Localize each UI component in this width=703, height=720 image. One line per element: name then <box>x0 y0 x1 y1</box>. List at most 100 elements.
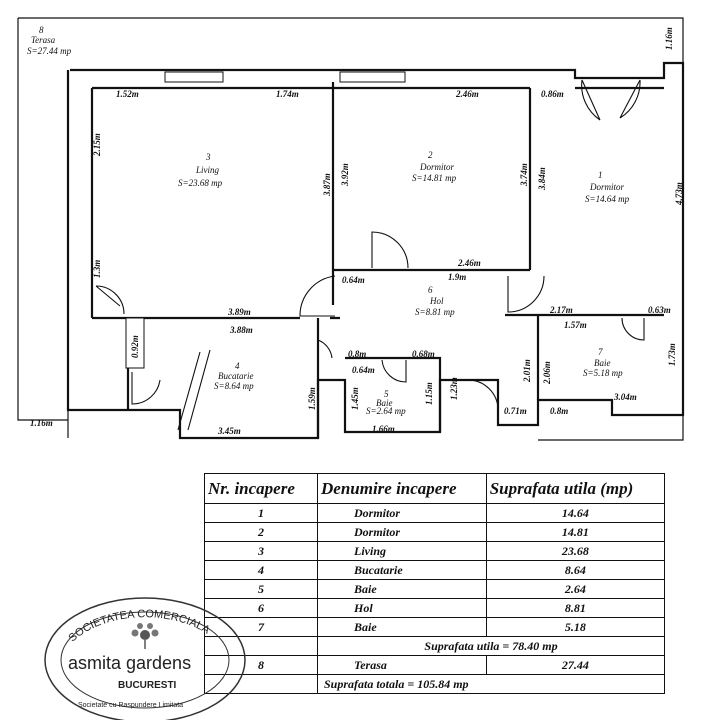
cell-area: 27.44 <box>485 655 666 675</box>
dim-label: 2.17m <box>549 305 573 315</box>
dim-label: 3.04m <box>613 392 637 402</box>
room-label-terasa: 8 Terasa S=27.44 mp <box>27 25 72 56</box>
dim-label: 3.87m <box>322 173 332 197</box>
door-living <box>95 285 125 315</box>
room-label-baie5: 5 Baie S=2.64 mp <box>366 389 406 416</box>
inner-wall-baie5 <box>345 356 442 432</box>
apartment-outer-wall <box>66 61 685 440</box>
cell-nr: 1 <box>204 503 318 523</box>
dim-label: 1.52m <box>116 89 139 99</box>
room-label-living: 3 Living S=23.68 mp <box>178 152 223 188</box>
window-living <box>164 71 224 83</box>
table-row: 2 Dormitor 14.81 <box>204 522 666 542</box>
subtotal-row: Suprafata utila = 78.40 mp <box>204 636 665 656</box>
svg-text:S=27.44 mp: S=27.44 mp <box>27 46 72 56</box>
svg-text:S=23.68 mp: S=23.68 mp <box>178 178 223 188</box>
dim-label: 2.15m <box>92 133 102 157</box>
svg-text:Baie: Baie <box>376 398 393 408</box>
table-row: 3 Living 23.68 <box>204 541 666 561</box>
dim-label: 2.46m <box>457 258 481 268</box>
dim-label: 0.63m <box>648 305 671 315</box>
dim-label: 2.01m <box>522 359 532 383</box>
svg-text:Dormitor: Dormitor <box>419 162 455 172</box>
cell-area: 8.64 <box>485 560 666 580</box>
cell-nr: 2 <box>204 522 318 542</box>
dim-label: 3.74m <box>519 163 529 187</box>
svg-text:S=14.64 mp: S=14.64 mp <box>585 194 630 204</box>
dim-label: 1.74m <box>276 89 299 99</box>
svg-text:S=8.64 mp: S=8.64 mp <box>214 381 254 391</box>
room-label-dormitor1: 1 Dormitor S=14.64 mp <box>585 170 630 204</box>
door-dormitor2 <box>371 231 409 269</box>
dim-label: 0.68m <box>412 349 435 359</box>
company-stamp: SOCIETATEA COMERCIALA asmita gardens BUC… <box>44 597 246 720</box>
cell-area: 8.81 <box>485 598 666 618</box>
table-row: 7 Baie 5.18 <box>204 617 666 637</box>
stamp-city: BUCURESTI <box>118 680 177 691</box>
cell-name: Dormitor <box>317 503 487 523</box>
dim-label: 3.88m <box>229 325 253 335</box>
room-label-dormitor2: 2 Dormitor S=14.81 mp <box>412 150 457 183</box>
table-row: 1 Dormitor 14.64 <box>204 503 666 523</box>
table-row: 8 Terasa 27.44 <box>204 655 666 675</box>
cell-name: Hol <box>317 598 487 618</box>
door-hol-right <box>507 275 545 313</box>
cell-area: 14.81 <box>485 522 666 542</box>
table-row: 4 Bucatarie 8.64 <box>204 560 666 580</box>
room-label-baie7: 7 Baie S=5.18 mp <box>583 347 623 378</box>
cell-area: 23.68 <box>485 541 666 561</box>
svg-text:8: 8 <box>39 25 44 35</box>
dim-label: 3.92m <box>340 163 350 187</box>
dim-label: 0.92m <box>130 335 140 358</box>
kitchen-appliance <box>177 349 211 431</box>
total-row: Suprafata totala = 105.84 mp <box>204 674 665 694</box>
dim-label: 1.45m <box>350 387 360 410</box>
svg-text:4: 4 <box>235 361 240 371</box>
svg-text:Living: Living <box>195 165 220 175</box>
dim-label: 1.16m <box>664 27 674 50</box>
svg-text:5: 5 <box>384 389 389 399</box>
table-header-row: Nr. incapere Denumire incapere Suprafata… <box>204 473 666 504</box>
svg-text:S=14.81 mp: S=14.81 mp <box>412 173 457 183</box>
svg-text:S=5.18 mp: S=5.18 mp <box>583 368 623 378</box>
dim-label: 1.59m <box>307 387 317 410</box>
svg-text:6: 6 <box>428 285 433 295</box>
cell-area: 14.64 <box>485 503 666 523</box>
dim-label: 3.84m <box>537 167 547 191</box>
total-text: Suprafata totala = 105.84 mp <box>317 674 665 694</box>
header-name: Denumire incapere <box>317 473 487 504</box>
cell-name: Baie <box>317 617 487 637</box>
cell-name: Dormitor <box>317 522 487 542</box>
svg-text:S=2.64 mp: S=2.64 mp <box>366 406 406 416</box>
window-dormitor2 <box>339 71 406 83</box>
stamp-brand: asmita gardens <box>68 653 191 673</box>
dim-label: 0.86m <box>541 89 564 99</box>
door-entrance <box>467 379 499 411</box>
svg-text:3: 3 <box>205 152 211 162</box>
svg-text:S=8.81 mp: S=8.81 mp <box>415 307 455 317</box>
dim-label: 0.64m <box>342 275 365 285</box>
door-dormitor1 <box>581 79 641 121</box>
dim-label: 1.16m <box>30 418 53 428</box>
kitchen-counter <box>125 317 145 369</box>
svg-text:1: 1 <box>598 170 603 180</box>
dim-label: 0.8m <box>550 406 568 416</box>
dim-label: 0.71m <box>504 406 527 416</box>
cell-name: Bucatarie <box>317 560 487 580</box>
table-row: 5 Baie 2.64 <box>204 579 666 599</box>
area-table: Nr. incapere Denumire incapere Suprafata… <box>204 473 666 694</box>
door-living-hol <box>299 275 336 317</box>
dim-label: 1.57m <box>564 320 587 330</box>
svg-text:7: 7 <box>598 347 603 357</box>
table-row: 6 Hol 8.81 <box>204 598 666 618</box>
svg-text:2: 2 <box>428 150 433 160</box>
cell-area: 2.64 <box>485 579 666 599</box>
dim-label: 1.3m <box>92 260 102 278</box>
header-nr: Nr. incapere <box>204 473 318 504</box>
cell-name: Living <box>317 541 487 561</box>
svg-text:Baie: Baie <box>594 358 611 368</box>
dim-label: 3.45m <box>217 426 241 436</box>
dim-label: 2.06m <box>542 361 552 385</box>
svg-text:Dormitor: Dormitor <box>589 182 625 192</box>
door-baie7 <box>621 317 645 341</box>
